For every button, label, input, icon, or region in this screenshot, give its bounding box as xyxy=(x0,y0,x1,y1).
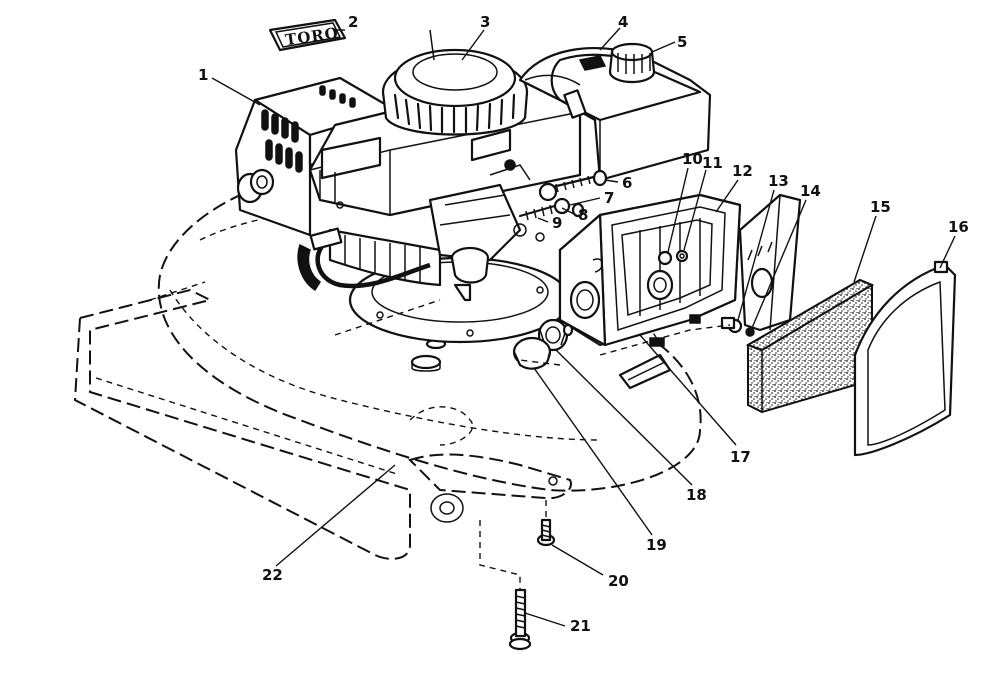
callout-11: 11 xyxy=(702,154,723,172)
toro-logo: TORO xyxy=(268,18,347,52)
callout-6: 6 xyxy=(622,174,632,192)
fuel-tank xyxy=(518,47,712,182)
rear-bracket xyxy=(73,281,411,560)
callout-1: 1 xyxy=(198,66,208,84)
air-cleaner-base xyxy=(558,193,742,347)
callout-19: 19 xyxy=(646,536,667,554)
callout-3: 3 xyxy=(480,13,490,31)
callout-5: 5 xyxy=(677,33,687,51)
callout-15: 15 xyxy=(870,198,891,216)
choke-knobs xyxy=(512,318,574,370)
callout-10: 10 xyxy=(682,150,703,168)
callout-21: 21 xyxy=(570,617,591,635)
filter-back-plate xyxy=(720,193,802,337)
callout-12: 12 xyxy=(732,162,753,180)
callout-13: 13 xyxy=(768,172,789,190)
callout-18: 18 xyxy=(686,486,707,504)
callout-14: 14 xyxy=(800,182,821,200)
recoil-starter xyxy=(381,29,529,136)
shroud-vents xyxy=(261,85,356,173)
primer-bulb xyxy=(236,168,275,204)
callout-2: 2 xyxy=(348,13,358,31)
bolt-21 xyxy=(508,588,532,651)
callout-20: 20 xyxy=(608,572,629,590)
deck-plug xyxy=(410,338,447,372)
bolt-20 xyxy=(536,518,556,547)
leader-lines xyxy=(211,27,956,627)
air-filter-element xyxy=(745,278,875,414)
callout-4: 4 xyxy=(618,13,628,31)
callout-17: 17 xyxy=(730,448,751,466)
callout-9: 9 xyxy=(552,214,562,232)
assembly-lines xyxy=(334,299,731,590)
callout-7: 7 xyxy=(604,189,614,207)
breather-bolts xyxy=(518,169,608,242)
fuel-cap xyxy=(608,42,656,84)
air-cleaner-screws xyxy=(657,249,689,266)
callout-22: 22 xyxy=(262,566,283,584)
ignition-wire xyxy=(309,227,431,289)
air-filter-cover xyxy=(853,260,957,457)
wheel-mount-plate xyxy=(408,406,572,523)
starter-ribs xyxy=(393,93,516,134)
callout-labels: 1 2 3 4 5 6 7 8 9 10 11 12 13 14 15 16 1… xyxy=(198,13,969,635)
callout-16: 16 xyxy=(948,218,969,236)
carburetor xyxy=(428,159,531,302)
callout-8: 8 xyxy=(578,206,588,224)
